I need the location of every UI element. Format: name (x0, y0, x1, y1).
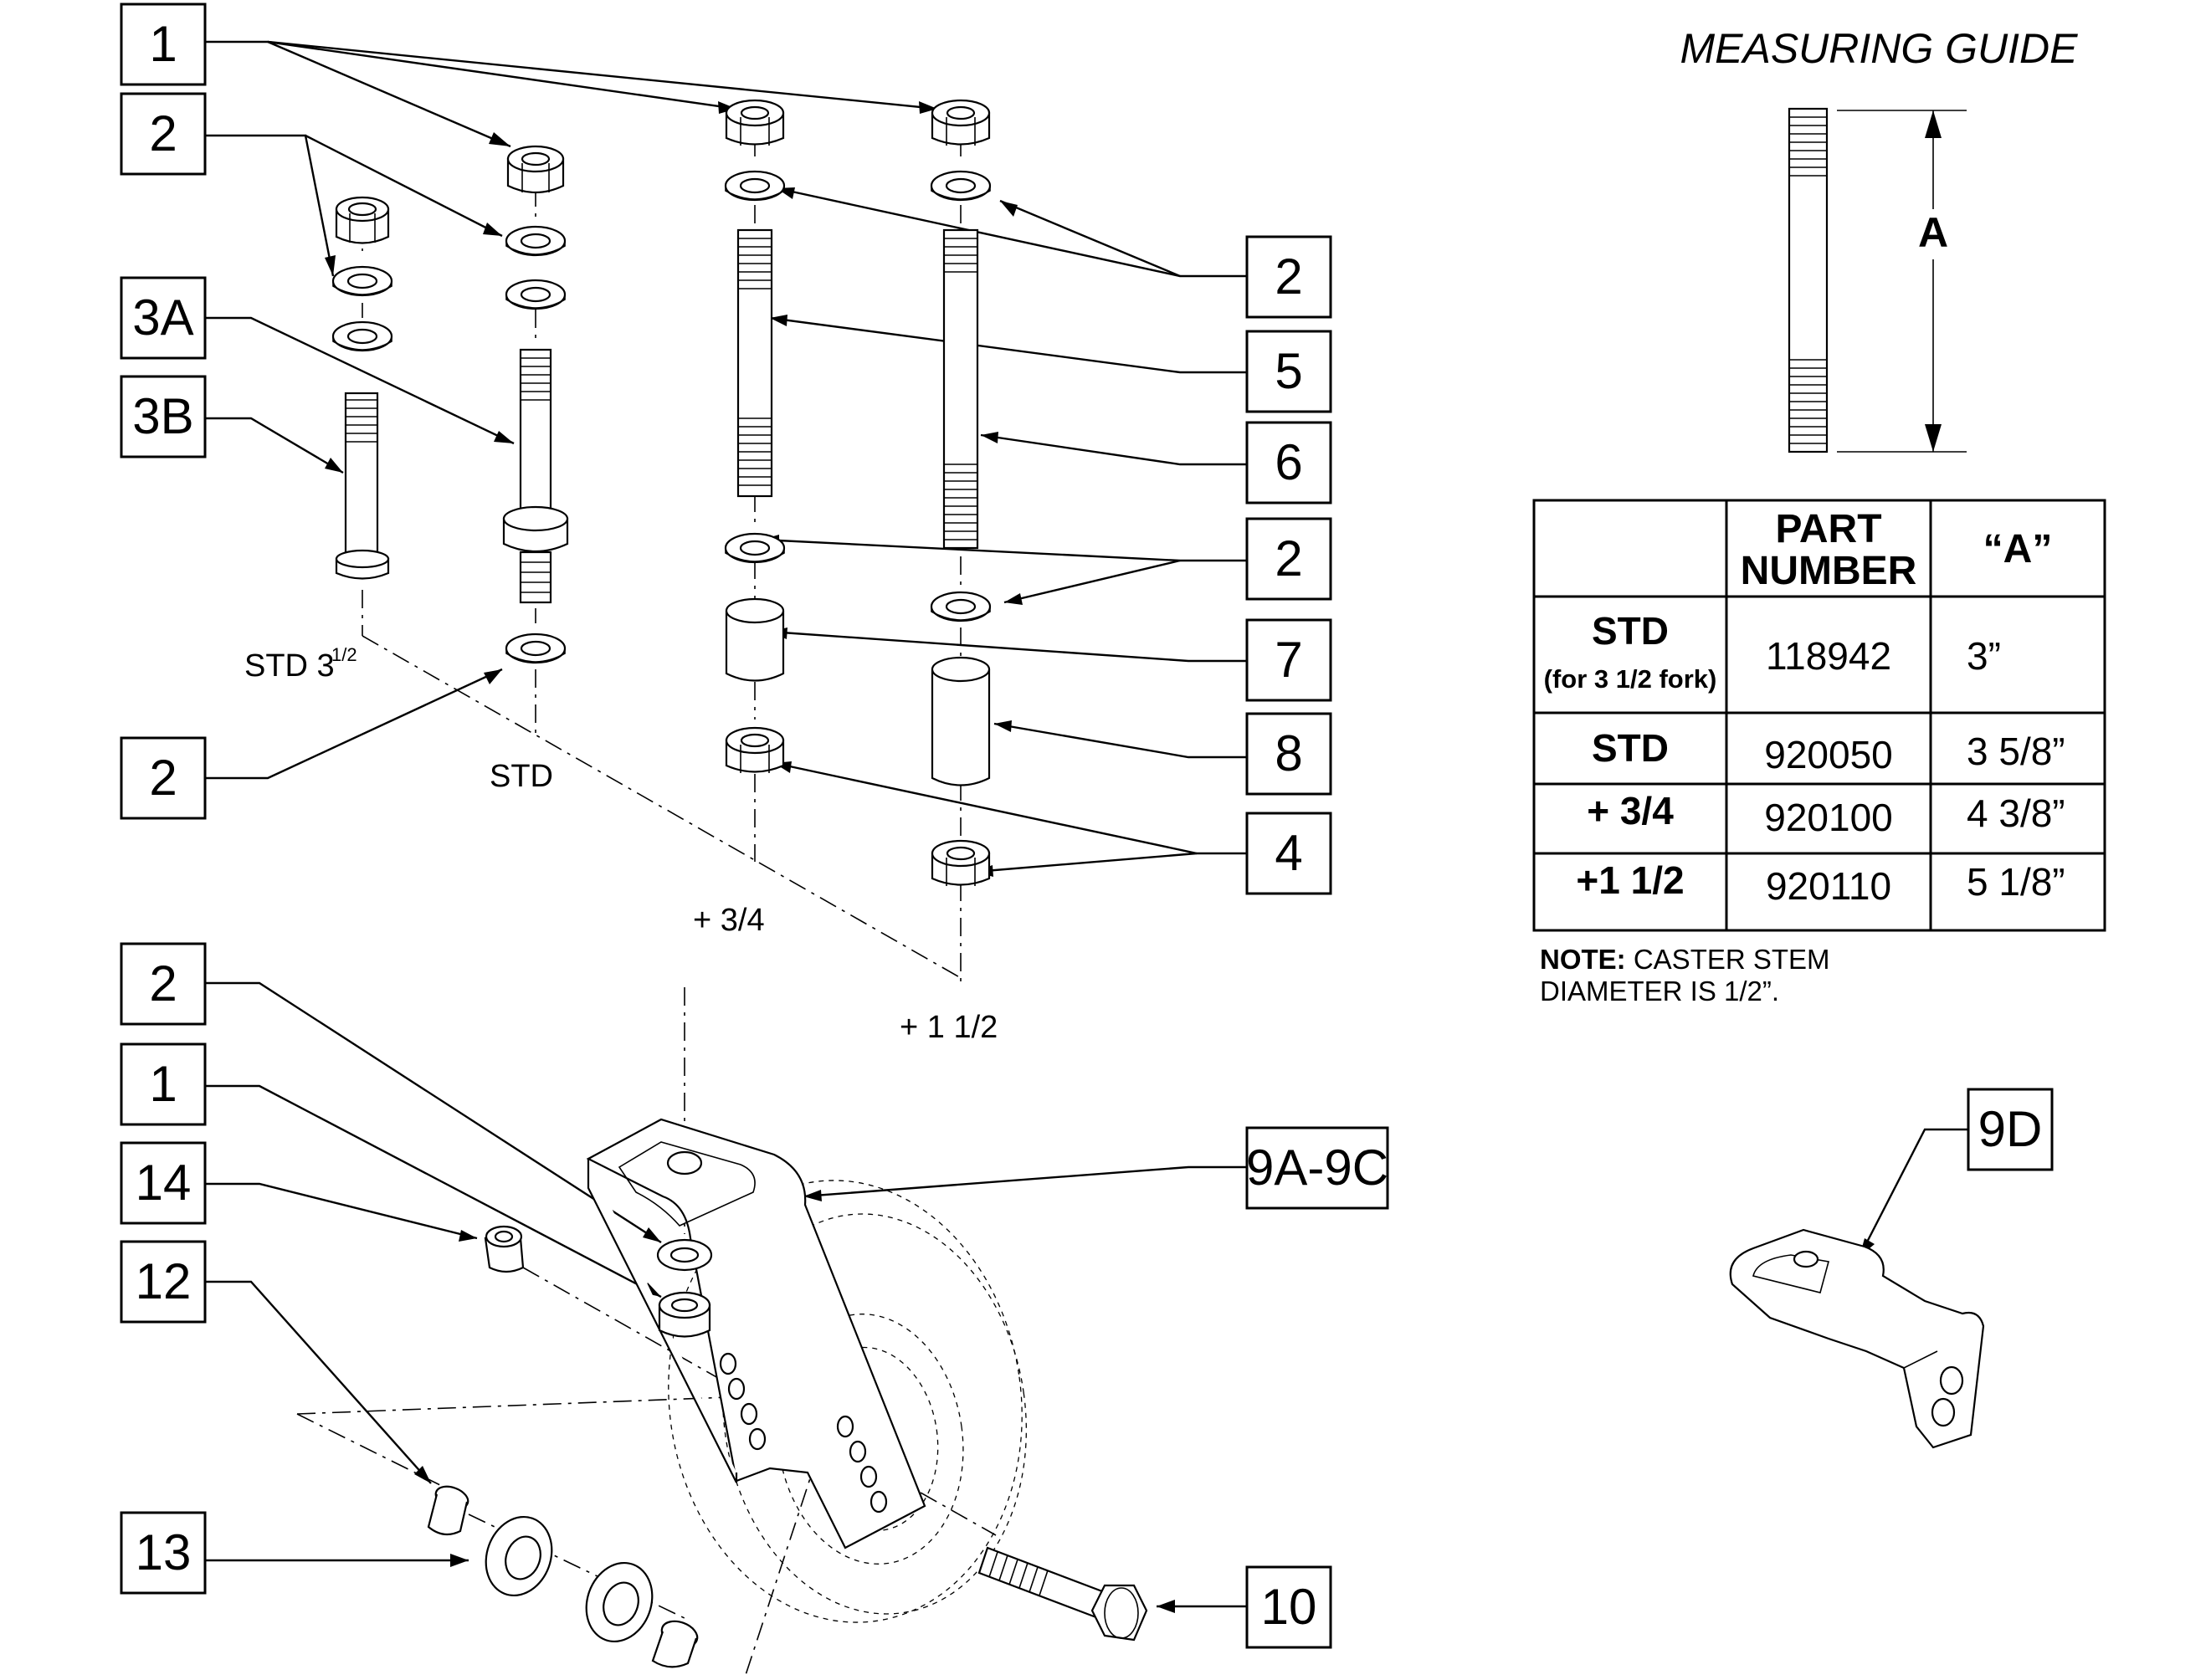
callout-14: 14 (120, 1141, 207, 1225)
svg-text:+1 1/2: +1 1/2 (1576, 858, 1684, 902)
callout-2-left: 2 (120, 736, 207, 820)
svg-text:3”: 3” (1967, 634, 2001, 678)
svg-text:4: 4 (1275, 825, 1302, 881)
svg-text:2: 2 (149, 750, 177, 806)
svg-text:118942: 118942 (1766, 634, 1891, 678)
callout-7: 7 (1245, 618, 1332, 702)
svg-text:2: 2 (1275, 248, 1302, 305)
caster-stem-note: NOTE: CASTER STEM DIAMETER IS 1/2”. (1540, 944, 1830, 1006)
measuring-guide-title: MEASURING GUIDE (1680, 25, 2078, 72)
callout-4: 4 (1245, 812, 1332, 895)
table-row: STD (for 3 1/2 fork) 118942 3” (1544, 609, 2001, 694)
callout-10: 10 (1245, 1565, 1332, 1649)
label-std: STD (490, 759, 553, 794)
label-std-3-half: STD 3 (244, 648, 335, 684)
svg-text:2: 2 (149, 955, 177, 1012)
svg-text:10: 10 (1261, 1579, 1317, 1635)
part-number-table: PART NUMBER “A” STD (for 3 1/2 fork) 118… (1532, 499, 2106, 932)
svg-text:1: 1 (149, 16, 177, 72)
callout-2-right-top: 2 (1245, 235, 1332, 319)
svg-text:9A-9C: 9A-9C (1246, 1140, 1388, 1196)
callout-9a-9c: 9A-9C (1245, 1126, 1389, 1210)
svg-text:2: 2 (149, 105, 177, 161)
svg-text:6: 6 (1275, 434, 1302, 490)
callout-3b: 3B (120, 375, 207, 458)
label-plus-3-4: + 3/4 (693, 903, 765, 938)
stud-column-plus-3-4 (724, 99, 786, 773)
svg-text:STD: STD (1592, 726, 1669, 770)
svg-text:NOTE: CASTER STEM: NOTE: CASTER STEM (1540, 944, 1830, 975)
svg-text:3 5/8”: 3 5/8” (1967, 730, 2065, 773)
svg-text:920110: 920110 (1766, 864, 1891, 908)
svg-text:920100: 920100 (1764, 796, 1893, 839)
svg-text:+ 3/4: + 3/4 (1587, 789, 1674, 832)
callout-9d: 9D (1967, 1088, 2054, 1171)
svg-text:5: 5 (1275, 343, 1302, 399)
leader-lines (205, 40, 1968, 1613)
length-labels: STD 3 1/2 STD + 3/4 + 1 1/2 (244, 644, 998, 1045)
stud-column-3a (502, 145, 569, 664)
callout-5: 5 (1245, 330, 1332, 413)
svg-text:3B: 3B (132, 388, 193, 444)
table-row: STD 920050 3 5/8” (1592, 726, 2065, 776)
table-row: + 3/4 920100 4 3/8” (1587, 789, 2065, 839)
callout-2-top: 2 (120, 92, 207, 176)
note-line1: CASTER STEM (1626, 944, 1830, 975)
callout-2-lower: 2 (120, 942, 207, 1026)
svg-text:4 3/8”: 4 3/8” (1967, 791, 2065, 835)
callout-6: 6 (1245, 421, 1332, 505)
callout-12: 12 (120, 1240, 207, 1324)
header-a: “A” (1983, 527, 2053, 571)
callout-8: 8 (1245, 712, 1332, 796)
svg-text:(for 3 1/2 fork): (for 3 1/2 fork) (1544, 664, 1717, 694)
callout-1-lower: 1 (120, 1042, 207, 1126)
svg-text:STD: STD (1592, 609, 1669, 653)
callout-1-top: 1 (120, 3, 207, 86)
svg-text:13: 13 (136, 1524, 192, 1580)
svg-text:3A: 3A (132, 289, 193, 346)
svg-text:7: 7 (1275, 632, 1302, 688)
measuring-guide: MEASURING GUIDE A (1680, 25, 2078, 453)
header-number: NUMBER (1741, 549, 1917, 593)
header-part: PART (1775, 507, 1881, 551)
note-label: NOTE: (1540, 944, 1626, 975)
svg-text:8: 8 (1275, 725, 1302, 781)
label-std-3-half-sup: 1/2 (331, 644, 357, 665)
stud-column-3b (331, 196, 393, 580)
callout-2-right-mid: 2 (1245, 517, 1332, 601)
svg-text:2: 2 (1275, 530, 1302, 586)
svg-text:920050: 920050 (1764, 733, 1893, 776)
svg-text:12: 12 (136, 1253, 192, 1309)
svg-text:1: 1 (149, 1056, 177, 1112)
fork-9d (1729, 1228, 1985, 1449)
note-line2: DIAMETER IS 1/2”. (1540, 976, 1779, 1006)
svg-text:5 1/8”: 5 1/8” (1967, 860, 2065, 904)
svg-text:14: 14 (136, 1155, 192, 1211)
dimension-a-label: A (1918, 209, 1948, 256)
fork-wheel-assembly (427, 1118, 1148, 1668)
callout-3a: 3A (120, 276, 207, 360)
svg-text:9D: 9D (1978, 1101, 2043, 1157)
stud-column-plus-1-1-2 (930, 99, 992, 886)
table-row: +1 1/2 920110 5 1/8” (1576, 858, 2065, 908)
callout-13: 13 (120, 1511, 207, 1595)
label-plus-1-1-2: + 1 1/2 (900, 1010, 998, 1045)
